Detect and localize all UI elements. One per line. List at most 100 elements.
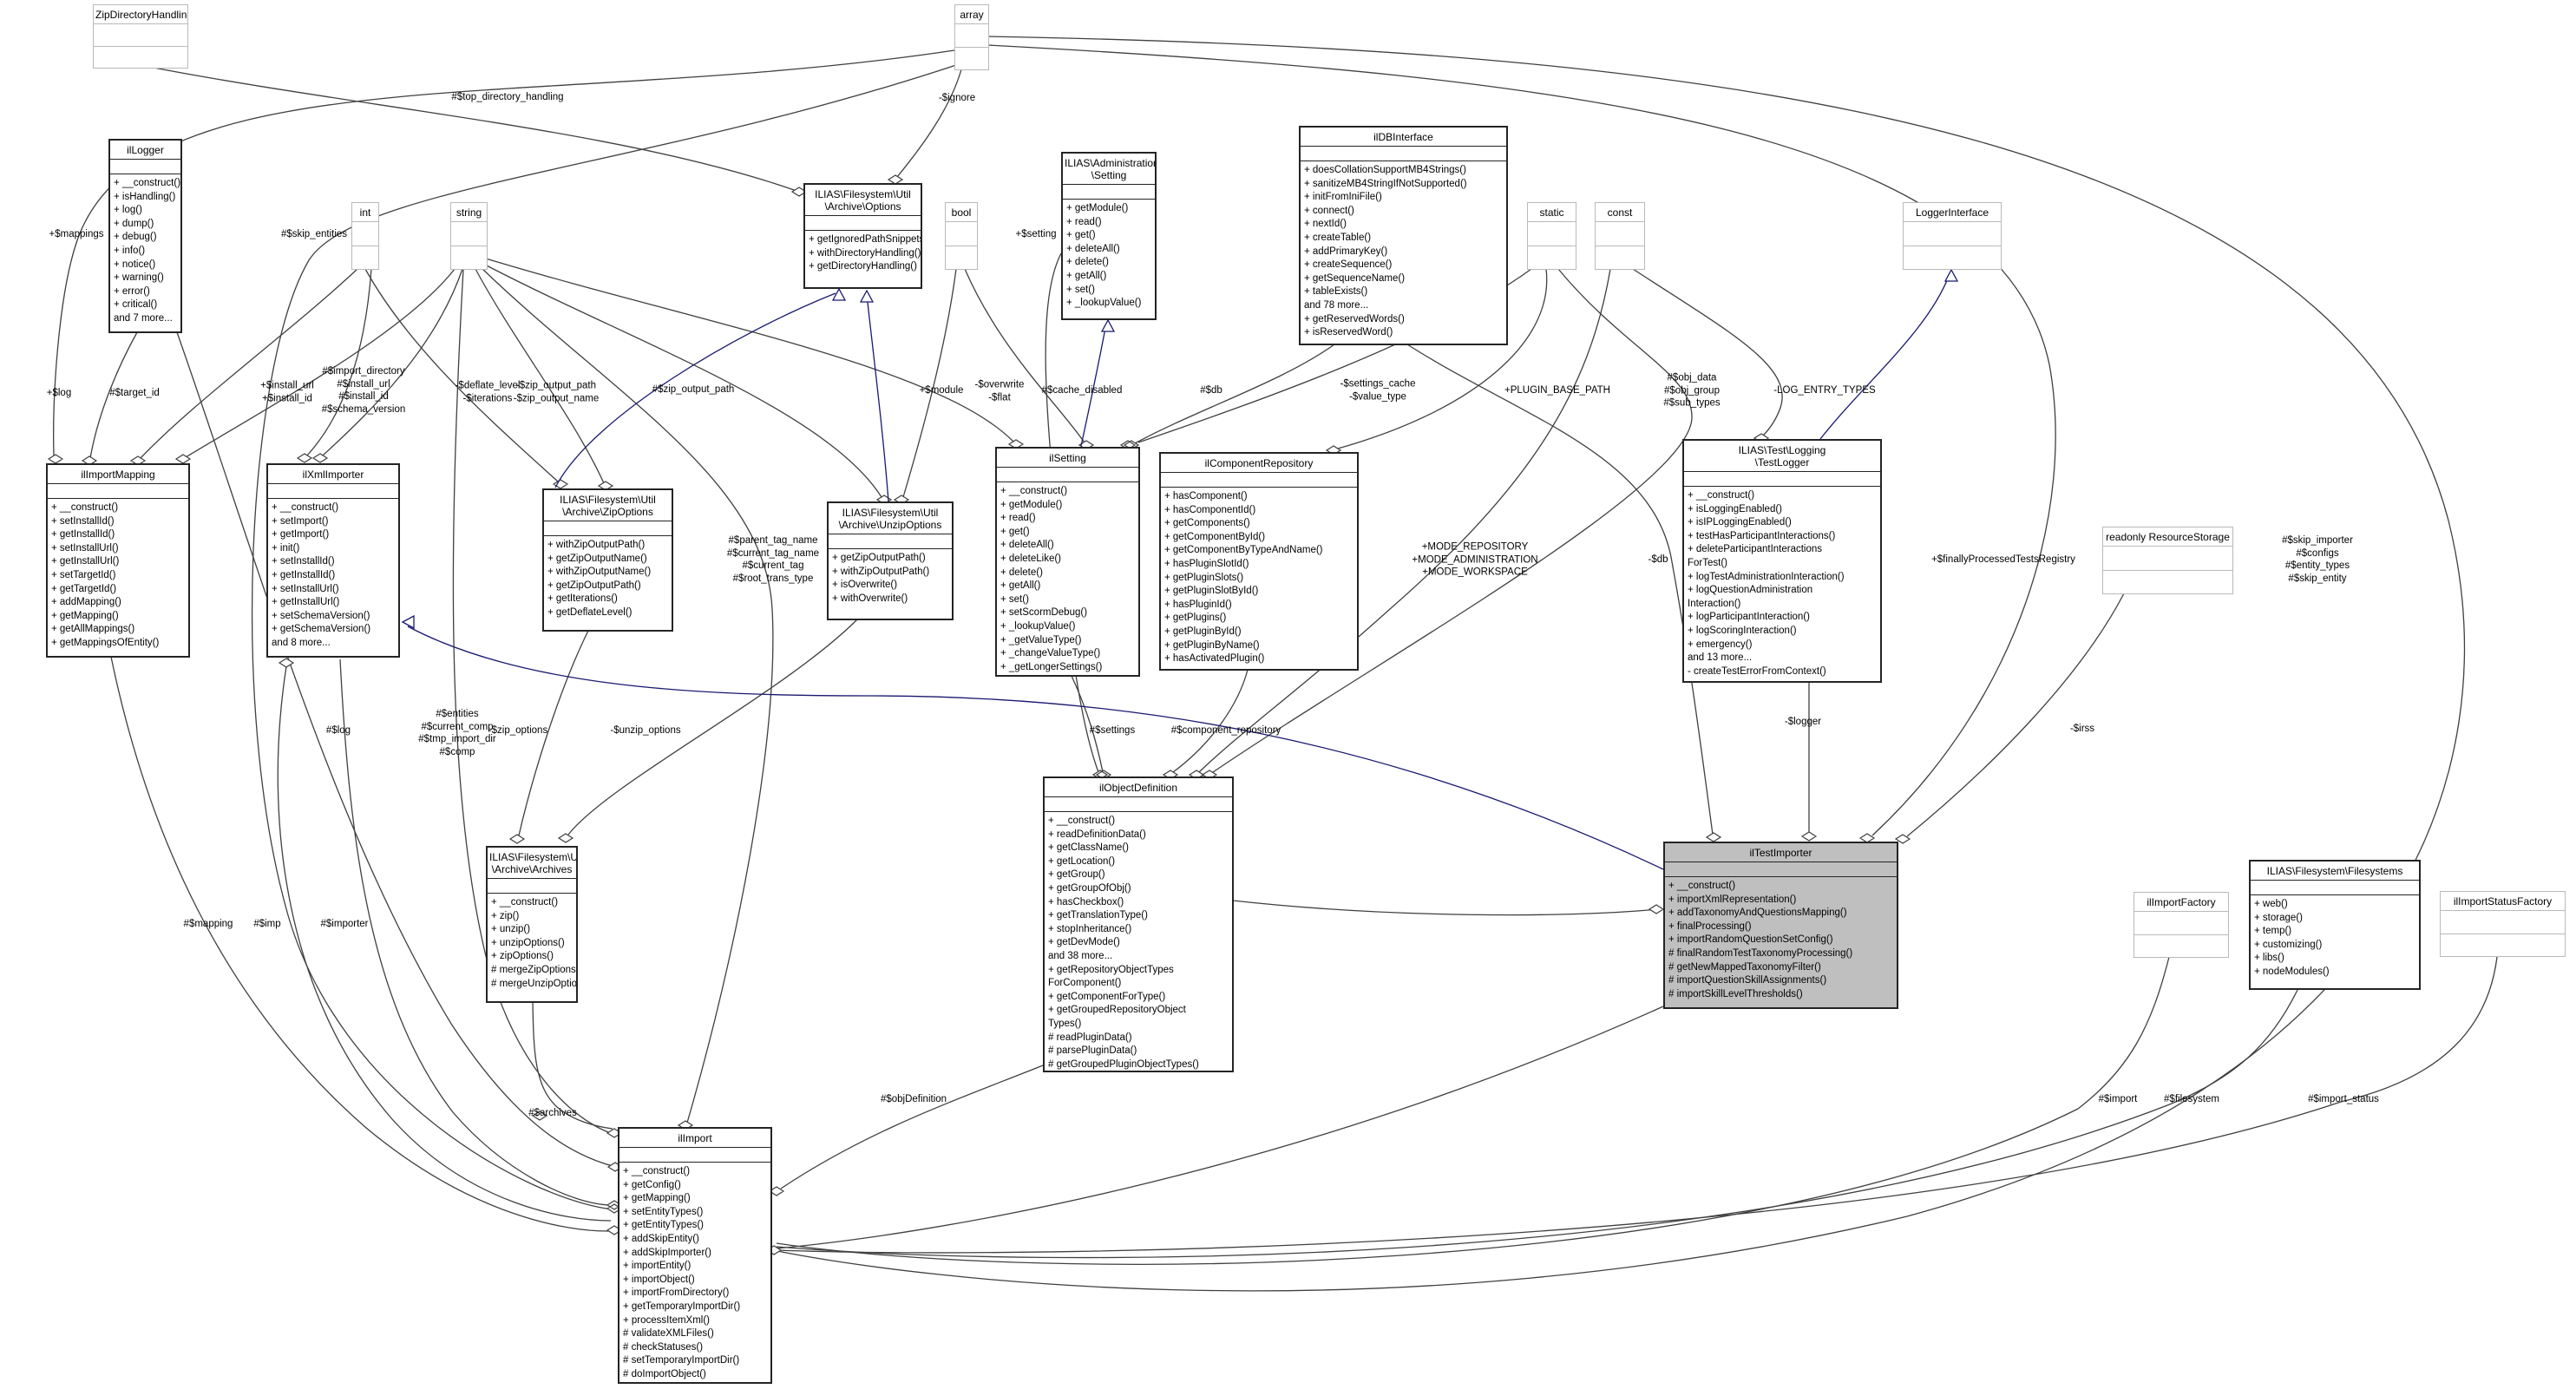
class-box-int[interactable]: int bbox=[351, 202, 379, 270]
method-entry: + getDevMode() bbox=[1048, 937, 1120, 948]
operations-compartment-empty bbox=[94, 47, 187, 69]
class-box-il-import[interactable]: ilImport+ __construct()+ getConfig()+ ge… bbox=[618, 1127, 772, 1384]
class-title-il-import-factory: ilImportFactory bbox=[2134, 893, 2228, 912]
class-title-il-import-mapping: ilImportMapping bbox=[48, 465, 188, 484]
class-box-archives[interactable]: ILIAS\Filesystem\Util\Archive\Archives+ … bbox=[486, 846, 578, 1003]
attributes-compartment bbox=[48, 484, 188, 499]
class-box-string[interactable]: string bbox=[450, 202, 488, 270]
class-box-zip-options[interactable]: ILIAS\Filesystem\Util\Archive\ZipOptions… bbox=[542, 488, 673, 632]
class-box-static[interactable]: static bbox=[1527, 202, 1576, 270]
method-entry: - createTestErrorFromContext() bbox=[1688, 665, 1826, 677]
class-box-array[interactable]: array bbox=[954, 4, 989, 70]
class-title-il-test-importer: ilTestImporter bbox=[1665, 843, 1897, 862]
class-box-archive-options[interactable]: ILIAS\Filesystem\Util\Archive\Options+ g… bbox=[803, 183, 922, 289]
method-entry: + setSchemaVersion() bbox=[272, 610, 370, 621]
attributes-compartment bbox=[1684, 472, 1880, 487]
method-entry: + getGroupOfObj() bbox=[1048, 882, 1131, 894]
class-box-const[interactable]: const bbox=[1595, 202, 1645, 270]
class-box-il-import-factory[interactable]: ilImportFactory bbox=[2134, 892, 2229, 958]
method-entry: + getPluginSlotById() bbox=[1164, 586, 1259, 597]
class-title-test-logger: ILIAS\Test\Logging\TestLogger bbox=[1684, 441, 1880, 472]
attributes-compartment bbox=[829, 534, 952, 549]
methods-compartment: + web()+ storage()+ temp()+ customizing(… bbox=[2251, 895, 2419, 988]
attributes-compartment bbox=[94, 24, 187, 47]
method-entry: + log() bbox=[114, 205, 142, 216]
method-entry: + getTargetId() bbox=[51, 583, 117, 594]
method-entry: + withOverwrite() bbox=[832, 593, 908, 604]
method-entry: + delete() bbox=[1000, 567, 1043, 578]
method-entry: + getZipOutputPath() bbox=[547, 580, 641, 591]
method-entry: + getZipOutputPath() bbox=[832, 553, 926, 563]
class-box-il-xml-importer[interactable]: ilXmlImporter+ __construct()+ setImport(… bbox=[266, 463, 400, 658]
class-box-admin-setting[interactable]: ILIAS\Administration\Setting+ getModule(… bbox=[1061, 152, 1157, 320]
method-entry: + hasComponentId() bbox=[1164, 504, 1256, 515]
inheritance-arrowheads bbox=[401, 268, 1959, 630]
method-entry: + setImport() bbox=[272, 515, 329, 527]
class-title-line: ilLogger bbox=[127, 144, 164, 156]
method-entry: + isLoggingEnabled() bbox=[1688, 503, 1783, 514]
method-entry: + getPluginSlots() bbox=[1164, 572, 1244, 583]
methods-compartment: + doesCollationSupportMB4Strings()+ sani… bbox=[1301, 161, 1506, 344]
method-entry: + unzip() bbox=[491, 924, 531, 935]
class-title-line: ilComponentRepository bbox=[1204, 457, 1314, 469]
class-box-il-import-status-factory[interactable]: ilImportStatusFactory bbox=[2440, 891, 2566, 957]
class-box-il-test-importer[interactable]: ilTestImporter+ __construct()+ importXml… bbox=[1663, 842, 1898, 1009]
class-box-filesystems[interactable]: ILIAS\Filesystem\Filesystems+ web()+ sto… bbox=[2249, 860, 2421, 990]
operations-compartment-empty bbox=[946, 246, 977, 270]
class-title-line: ILIAS\Filesystem\Util bbox=[560, 494, 656, 506]
method-entry: + __construct() bbox=[1048, 816, 1116, 826]
method-entry: + getIterations() bbox=[547, 593, 618, 605]
attributes-compartment bbox=[1301, 147, 1506, 161]
class-box-il-import-mapping[interactable]: ilImportMapping+ __construct()+ setInsta… bbox=[46, 463, 190, 658]
method-entry: + getComponentById() bbox=[1164, 531, 1266, 542]
class-box-resource-storage[interactable]: readonly ResourceStorage bbox=[2102, 527, 2233, 594]
method-entry: + addSkipImporter() bbox=[623, 1247, 711, 1258]
class-title-archive-options: ILIAS\Filesystem\Util\Archive\Options bbox=[805, 185, 921, 216]
class-box-il-setting[interactable]: ilSetting+ __construct()+ getModule()+ r… bbox=[995, 447, 1140, 677]
attributes-compartment bbox=[352, 222, 378, 246]
class-box-il-logger[interactable]: ilLogger + __construct()+ isHandling()+ l… bbox=[108, 139, 182, 333]
class-box-logger-interface[interactable]: LoggerInterface bbox=[1903, 202, 2002, 270]
class-box-il-db-interface[interactable]: ilDBInterface + doesCollationSupportMB4St… bbox=[1299, 126, 1508, 345]
class-box-il-component-repository[interactable]: ilComponentRepository+ hasComponent()+ h… bbox=[1159, 452, 1359, 671]
class-title-unzip-options: ILIAS\Filesystem\Util\Archive\UnzipOptio… bbox=[829, 503, 952, 534]
attributes-compartment bbox=[268, 484, 398, 499]
method-entry: + deleteAll() bbox=[1066, 243, 1120, 254]
methods-compartment: + __construct()+ isHandling()+ log()+ du… bbox=[110, 174, 180, 331]
class-box-bool[interactable]: bool bbox=[945, 202, 978, 270]
class-box-unzip-options[interactable]: ILIAS\Filesystem\Util\Archive\UnzipOptio… bbox=[827, 501, 954, 620]
method-entry: + unzipOptions() bbox=[491, 937, 565, 948]
class-title-const: const bbox=[1596, 203, 1644, 222]
class-box-il-object-definition[interactable]: ilObjectDefinition+ __construct()+ readD… bbox=[1043, 776, 1234, 1072]
methods-compartment: + __construct()+ setImport()+ getImport(… bbox=[268, 499, 398, 656]
class-title-line: ilSetting bbox=[1049, 452, 1086, 464]
method-entry: + isIPLoggingEnabled() bbox=[1688, 517, 1792, 528]
method-entry: + web() bbox=[2254, 899, 2288, 909]
class-title-line: ilDBInterface bbox=[1373, 131, 1433, 143]
method-entry: + getAll() bbox=[1000, 580, 1041, 592]
method-entry: + error() bbox=[114, 285, 150, 297]
method-entry: + logTestAdministrationInteraction() bbox=[1688, 571, 1845, 582]
class-title-line: bool bbox=[951, 206, 972, 219]
class-title-il-object-definition: ilObjectDefinition bbox=[1045, 778, 1232, 797]
class-title-line: ILIAS\Filesystem\Util bbox=[489, 851, 578, 863]
method-entry: + warning() bbox=[114, 272, 164, 284]
method-entry: + getRepositoryObjectTypes bbox=[1048, 964, 1174, 975]
class-title-line: array bbox=[960, 9, 984, 21]
class-box-zip-directory-handling[interactable]: ZipDirectoryHandling bbox=[93, 4, 188, 69]
method-entry: + getTranslationType() bbox=[1048, 910, 1148, 921]
attributes-compartment bbox=[946, 222, 977, 246]
method-entry: + setInstallUrl() bbox=[272, 583, 339, 594]
method-entry: # setTemporaryImportDir() bbox=[623, 1355, 740, 1366]
class-title-zip-options: ILIAS\Filesystem\Util\Archive\ZipOptions bbox=[544, 490, 672, 521]
method-entry: + setInstallId() bbox=[51, 515, 115, 527]
method-entry: + __construct() bbox=[623, 1166, 691, 1176]
class-box-test-logger[interactable]: ILIAS\Test\Logging\TestLogger+ __constru… bbox=[1682, 439, 1882, 683]
method-entry: + deleteLike() bbox=[1000, 553, 1061, 564]
attributes-compartment bbox=[1063, 185, 1155, 200]
method-entry: + setTargetId() bbox=[51, 569, 116, 580]
method-entry: # getGroupedPluginObjectTypes() bbox=[1048, 1058, 1199, 1070]
method-entry: + getPlugins() bbox=[1164, 613, 1227, 624]
attributes-compartment bbox=[997, 468, 1138, 482]
method-entry: + getTemporaryImportDir() bbox=[623, 1301, 741, 1312]
